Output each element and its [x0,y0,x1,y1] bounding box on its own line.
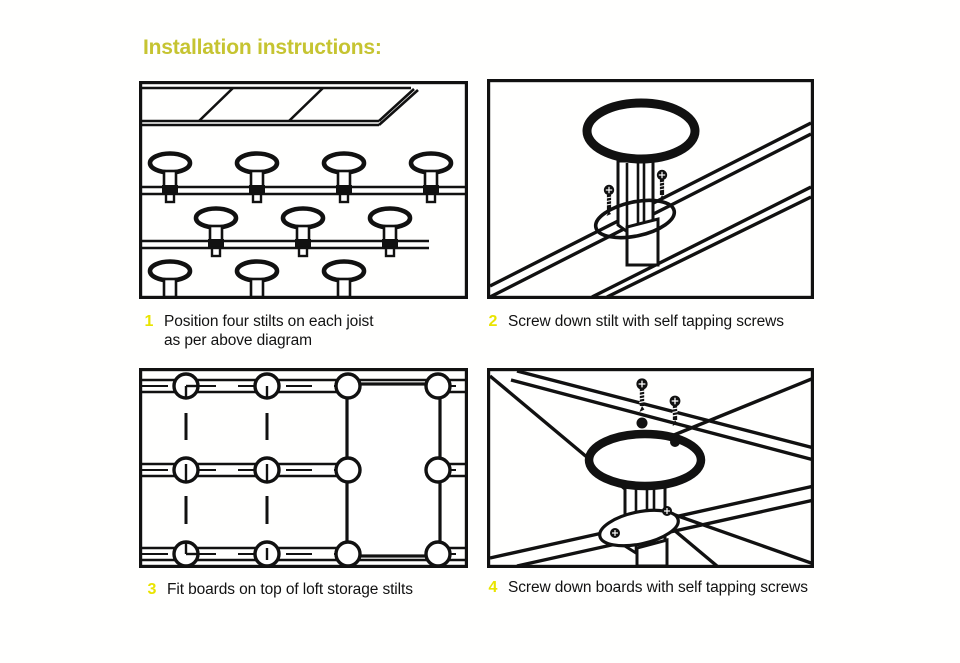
stilt-cap [584,429,706,491]
panel-step-3 [139,368,468,568]
stilt-group-middle [193,206,413,258]
step-number-2: 2 [488,313,498,330]
step-number-3: 3 [147,581,157,598]
caption-step-4: 4 Screw down boards with self tapping sc… [487,578,847,597]
flange-fixing-left [610,528,620,538]
stilt-group-lower [147,259,367,299]
pilot-hole-left [636,417,648,429]
panel-step-4 [487,368,814,568]
stilt-base-flange [598,508,680,548]
panel-step-2-drawing [487,79,814,299]
stilt-base-flange [593,198,677,240]
caption-step-3: 3 Fit boards on top of loft storage stil… [146,580,466,599]
stilt-cap [582,98,700,164]
self-tapping-screw-right [656,169,668,200]
page-title: Installation instructions: [143,36,382,59]
step-number-1: 1 [144,313,154,330]
step-caption-3: Fit boards on top of loft storage stilts [167,581,413,598]
stilt-group-upper [147,151,454,204]
self-tapping-screw-left [603,184,615,216]
step-caption-1: Position four stilts on each joist as pe… [164,313,374,349]
panel-step-1 [139,81,468,299]
panel-step-2 [487,79,814,299]
panel-step-1-drawing [139,81,468,299]
self-tapping-screw-right [669,395,681,426]
self-tapping-screw-left [636,378,648,412]
caption-step-2: 2 Screw down stilt with self tapping scr… [487,312,837,331]
pilot-hole-right [670,437,680,447]
step-number-4: 4 [488,579,498,596]
caption-step-1: 1 Position four stilts on each joist as … [143,312,463,350]
panel-step-3-drawing [139,368,468,568]
flange-fixing-right [662,506,672,516]
step-caption-2: Screw down stilt with self tapping screw… [508,313,784,330]
stilt-cap-circles [172,372,452,568]
panel-step-4-drawing [487,368,814,568]
step-caption-4: Screw down boards with self tapping scre… [508,579,808,596]
